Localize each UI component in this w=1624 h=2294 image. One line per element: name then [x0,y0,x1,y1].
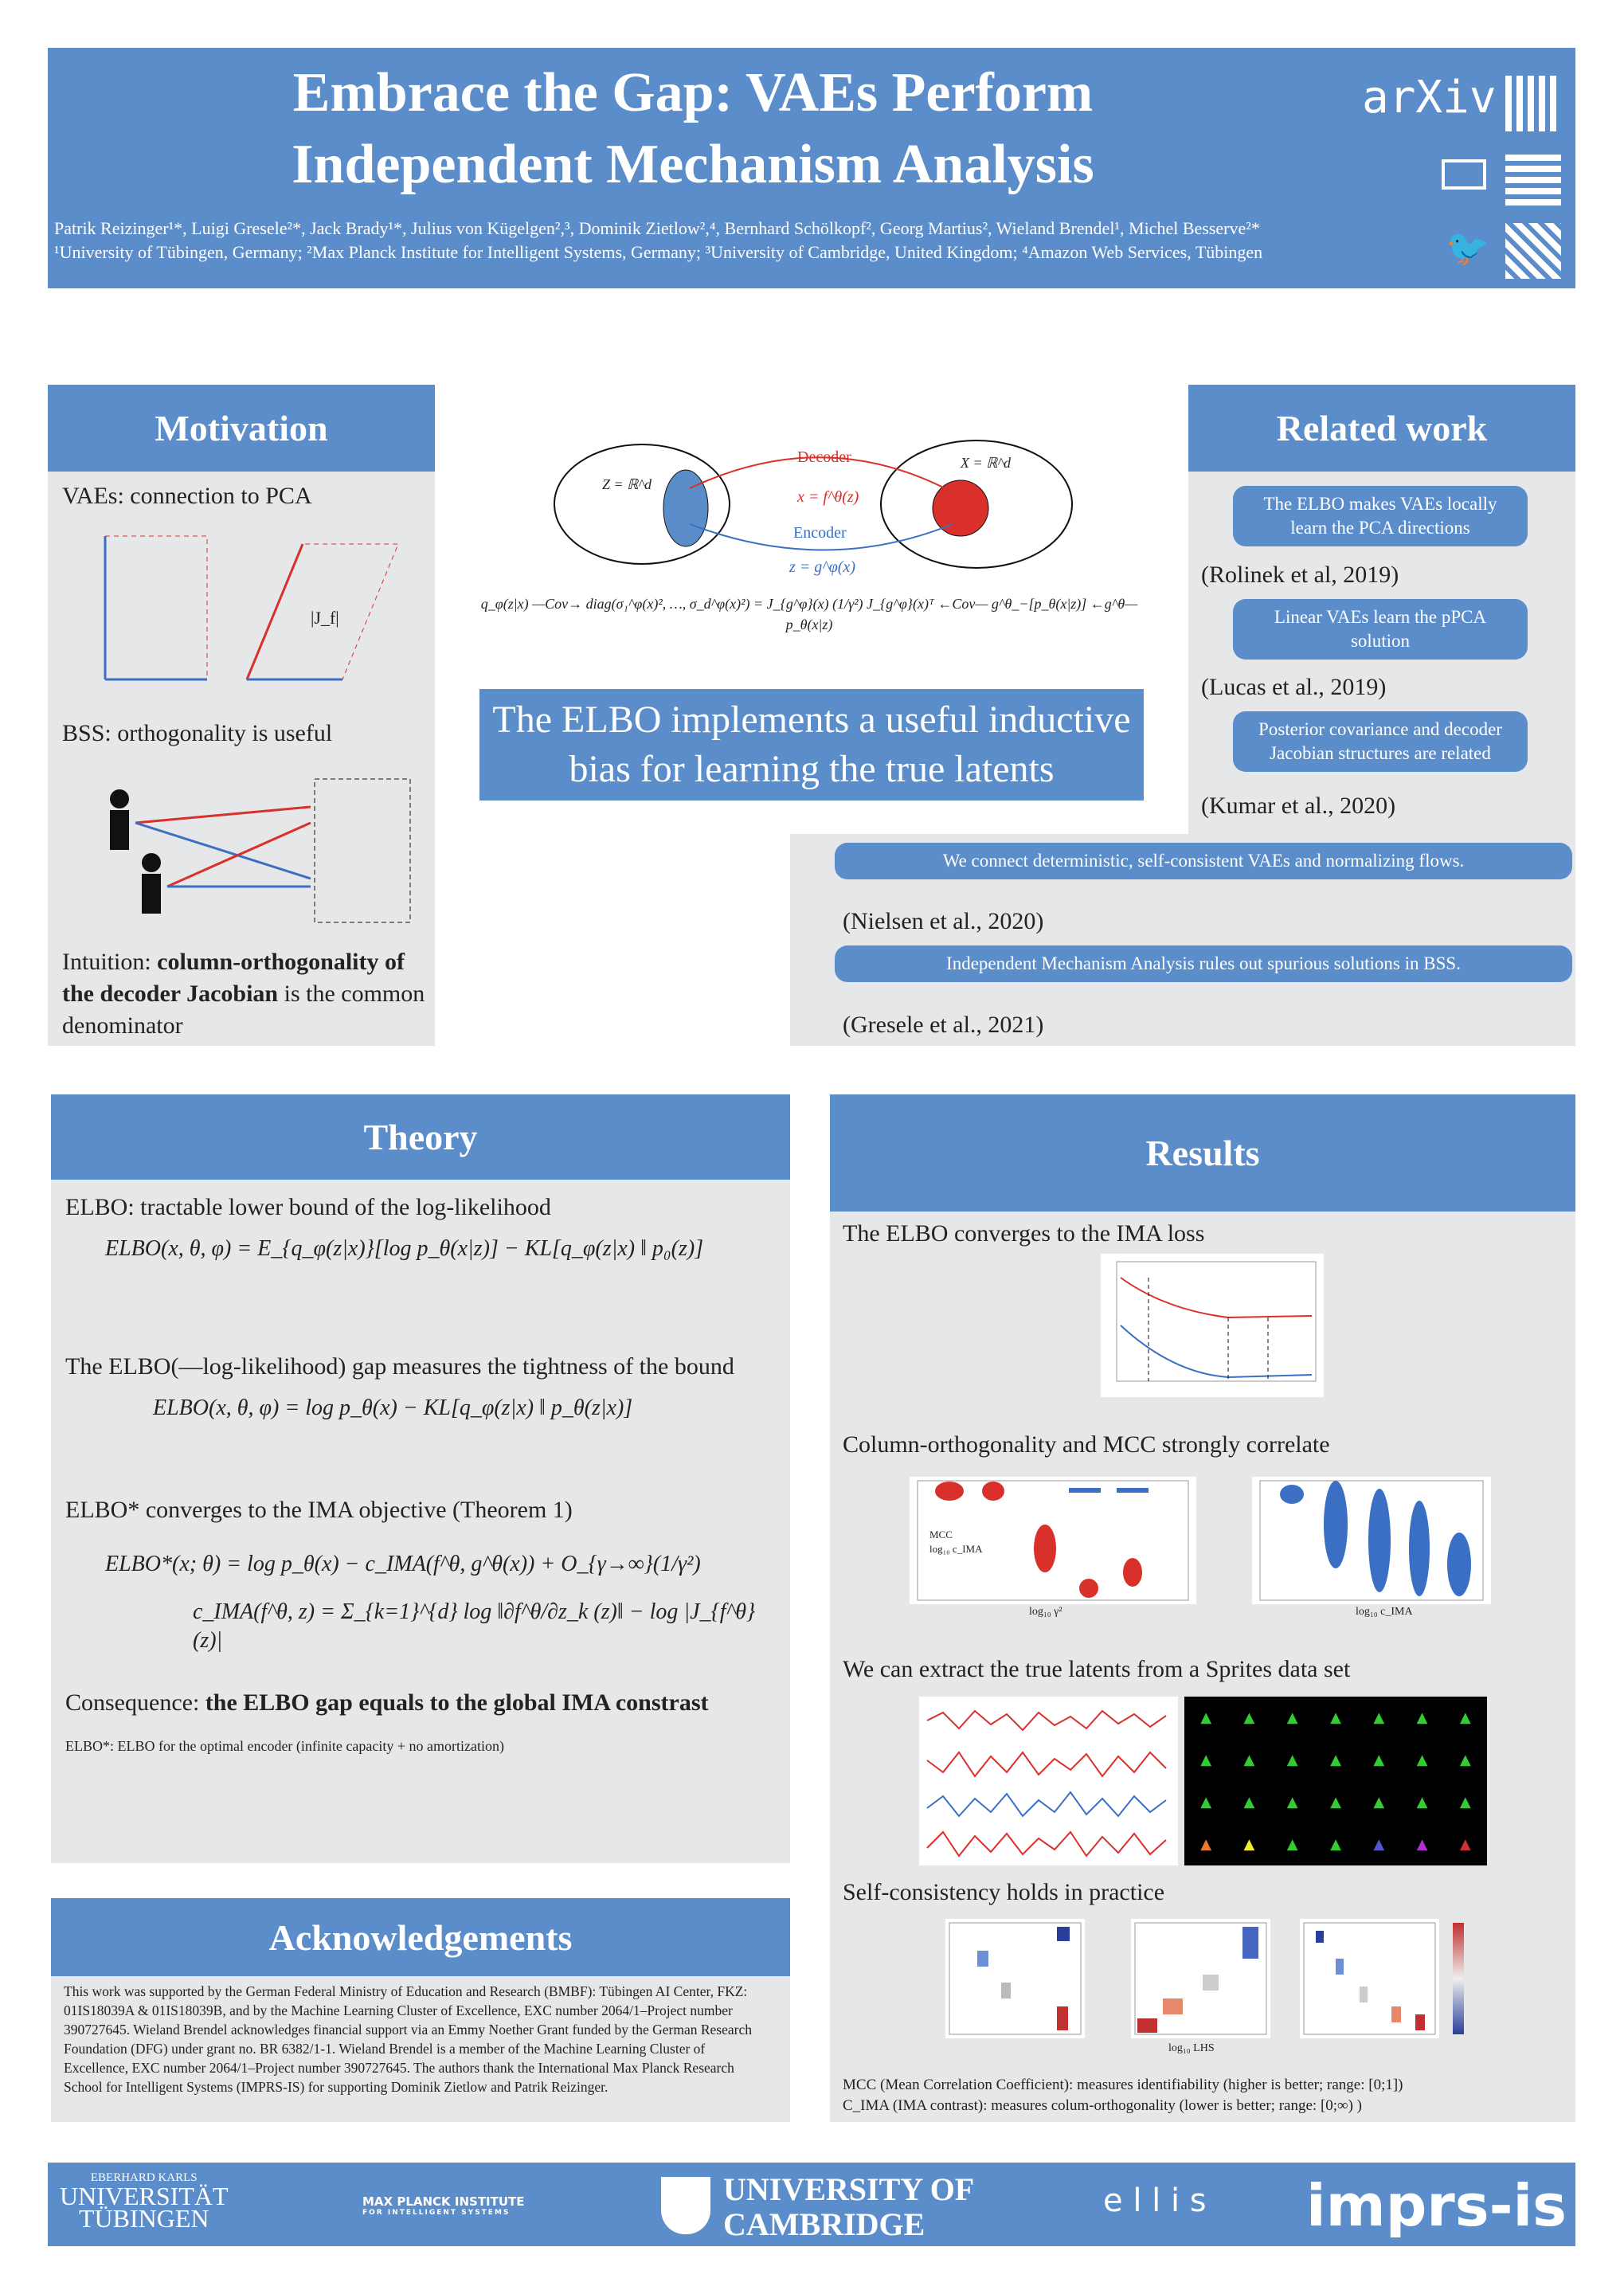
related-ref-4: (Nielsen et al., 2020) [843,908,1044,934]
related-claim-4: We connect deterministic, self-consisten… [835,843,1572,879]
cambridge-shield-icon [661,2177,710,2234]
elbo-star-equation: ELBO*(x; θ) = log p_θ(x) − c_IMA(f^θ, g^… [105,1552,701,1576]
elbo-ima-chart [1101,1254,1324,1397]
related-ref-2: (Lucas et al., 2019) [1201,674,1387,700]
self-consistency-chart-3 [1300,1919,1439,2038]
chart-legend-mcc: MCC [929,1529,953,1540]
mail-icon[interactable] [1442,159,1486,190]
pca-heading: VAEs: connection to PCA [62,483,312,509]
ack-panel: Acknowledgements This work was supported… [51,1898,790,2122]
cima-note: C_IMA (IMA contrast): measures colum-ort… [843,2097,1362,2114]
footer-banner: EBERHARD KARLS UNIVERSITÄT TÜBINGEN MAX … [48,2163,1575,2246]
theory-footnote: ELBO*: ELBO for the optimal encoder (inf… [65,1738,504,1754]
colorbar [1453,1923,1464,2034]
decoder-equation: x = f^θ(z) [797,488,859,506]
motivation-title: Motivation [48,385,435,472]
consequence-text: Consequence: the ELBO gap equals to the … [65,1689,709,1716]
related-claim-2: Linear VAEs learn the pPCA solution [1233,599,1528,660]
sprites-grid: ▲▲▲▲▲▲▲ ▲▲▲▲▲▲▲ ▲▲▲▲▲▲▲ ▲▲▲▲▲▲▲ [1184,1697,1487,1865]
intuition-text: Intuition: column-orthogonality of the d… [62,949,425,1039]
bss-diagram [110,778,411,923]
gap-equation: ELBO(x, θ, φ) = log p_θ(x) − KL[q_φ(z|x)… [153,1396,633,1420]
convergence-intro: ELBO* converges to the IMA objective (Th… [65,1497,573,1523]
self-consistency-chart-1 [945,1919,1085,2038]
decoder-label: Decoder [797,448,851,466]
motivation-panel: Motivation VAEs: connection to PCA |J_f|… [48,385,435,1046]
authors: Patrik Reizinger¹*, Luigi Gresele²*, Jac… [54,218,1260,238]
mcc-violin-chart-1 [910,1477,1196,1604]
chart-xlabel-cima: log₁₀ c_IMA [1356,1606,1413,1618]
theory-panel: Theory ELBO: tractable lower bound of th… [51,1094,790,1863]
affiliations: ¹University of Tübingen, Germany; ²Max P… [54,242,1263,262]
ack-title: Acknowledgements [51,1898,790,1976]
encoder-equation: z = g^φ(x) [789,558,855,576]
elbo-equation: ELBO(x, θ, φ) = E_{q_φ(z|x)}[log p_θ(x|z… [105,1236,704,1261]
result-4-heading: Self-consistency holds in practice [843,1879,1165,1905]
mcc-violin-chart-2 [1252,1477,1491,1604]
header-banner: Embrace the Gap: VAEs Perform Independen… [48,48,1575,288]
result-3-heading: We can extract the true latents from a S… [843,1656,1351,1682]
related-ref-5: (Gresele et al., 2021) [843,1012,1044,1038]
pca-diagram [104,535,399,681]
related-claim-3: Posterior covariance and decoder Jacobia… [1233,711,1528,772]
qr-code-twitter[interactable] [1505,223,1561,279]
theory-content: ELBO: tractable lower bound of the log-l… [65,1192,776,1756]
self-consistency-xlabel: log₁₀ LHS [1168,2042,1215,2054]
qr-code-arxiv[interactable] [1505,76,1561,131]
encoder-label: Encoder [793,524,847,542]
gap-intro: The ELBO(—log-likelihood) gap measures t… [65,1353,734,1380]
imprs-logo: imprs-is [1306,2172,1567,2239]
chart-legend-cima: log₁₀ c_IMA [929,1543,983,1555]
author-block: Patrik Reizinger¹*, Luigi Gresele²*, Jac… [54,217,1408,264]
chart-xlabel-gamma: log₁₀ γ² [1029,1606,1062,1618]
vae-diagram [554,440,1073,569]
obs-space-label: X = ℝ^d [961,455,1011,471]
ellis-logo: e l l i s [1103,2182,1207,2219]
arxiv-logo[interactable]: arXiv [1362,72,1497,123]
theory-title: Theory [51,1094,790,1180]
twitter-icon[interactable]: 🐦 [1446,228,1489,268]
ack-text: This work was supported by the German Fe… [64,1983,752,2095]
result-1-heading: The ELBO converges to the IMA loss [843,1220,1205,1247]
related-claim-5: Independent Mechanism Analysis rules out… [835,945,1572,982]
related-work-title: Related work [1188,385,1575,472]
covariance-equation: q_φ(z|x) —Cov→ diag(σ₁^φ(x)², …, σ_d^φ(x… [480,596,1138,632]
cima-equation: c_IMA(f^θ, z) = Σ_{k=1}^{d} log ‖∂f^θ/∂z… [193,1599,756,1653]
sprites-latents-chart [919,1697,1178,1865]
latent-space-label: Z = ℝ^d [602,476,652,492]
result-2-heading: Column-orthogonality and MCC strongly co… [843,1431,1330,1458]
results-title: Results [830,1094,1575,1212]
center-figure: Decoder x = f^θ(z) Encoder z = g^φ(x) Z … [435,385,1188,834]
qr-code-mail[interactable] [1505,150,1561,206]
results-panel: Results The ELBO converges to the IMA lo… [830,1094,1575,2122]
highlight-box: The ELBO implements a useful inductive b… [479,689,1144,801]
tuebingen-logo: EBERHARD KARLS UNIVERSITÄT TÜBINGEN [60,2171,229,2233]
jacobian-label: |J_f| [311,608,339,628]
self-consistency-chart-2 [1131,1919,1270,2038]
mpi-logo: MAX PLANCK INSTITUTE FOR INTELLIGENT SYS… [362,2194,525,2217]
poster-title: Embrace the Gap: VAEs Perform Independen… [292,62,1094,195]
elbo-intro: ELBO: tractable lower bound of the log-l… [65,1194,551,1220]
related-claim-1: The ELBO makes VAEs locally learn the PC… [1233,486,1528,546]
mcc-note: MCC (Mean Correlation Coefficient): meas… [843,2077,1403,2093]
bss-heading: BSS: orthogonality is useful [62,720,333,746]
related-ref-1: (Rolinek et al, 2019) [1201,562,1399,588]
related-ref-3: (Kumar et al., 2020) [1201,793,1396,819]
